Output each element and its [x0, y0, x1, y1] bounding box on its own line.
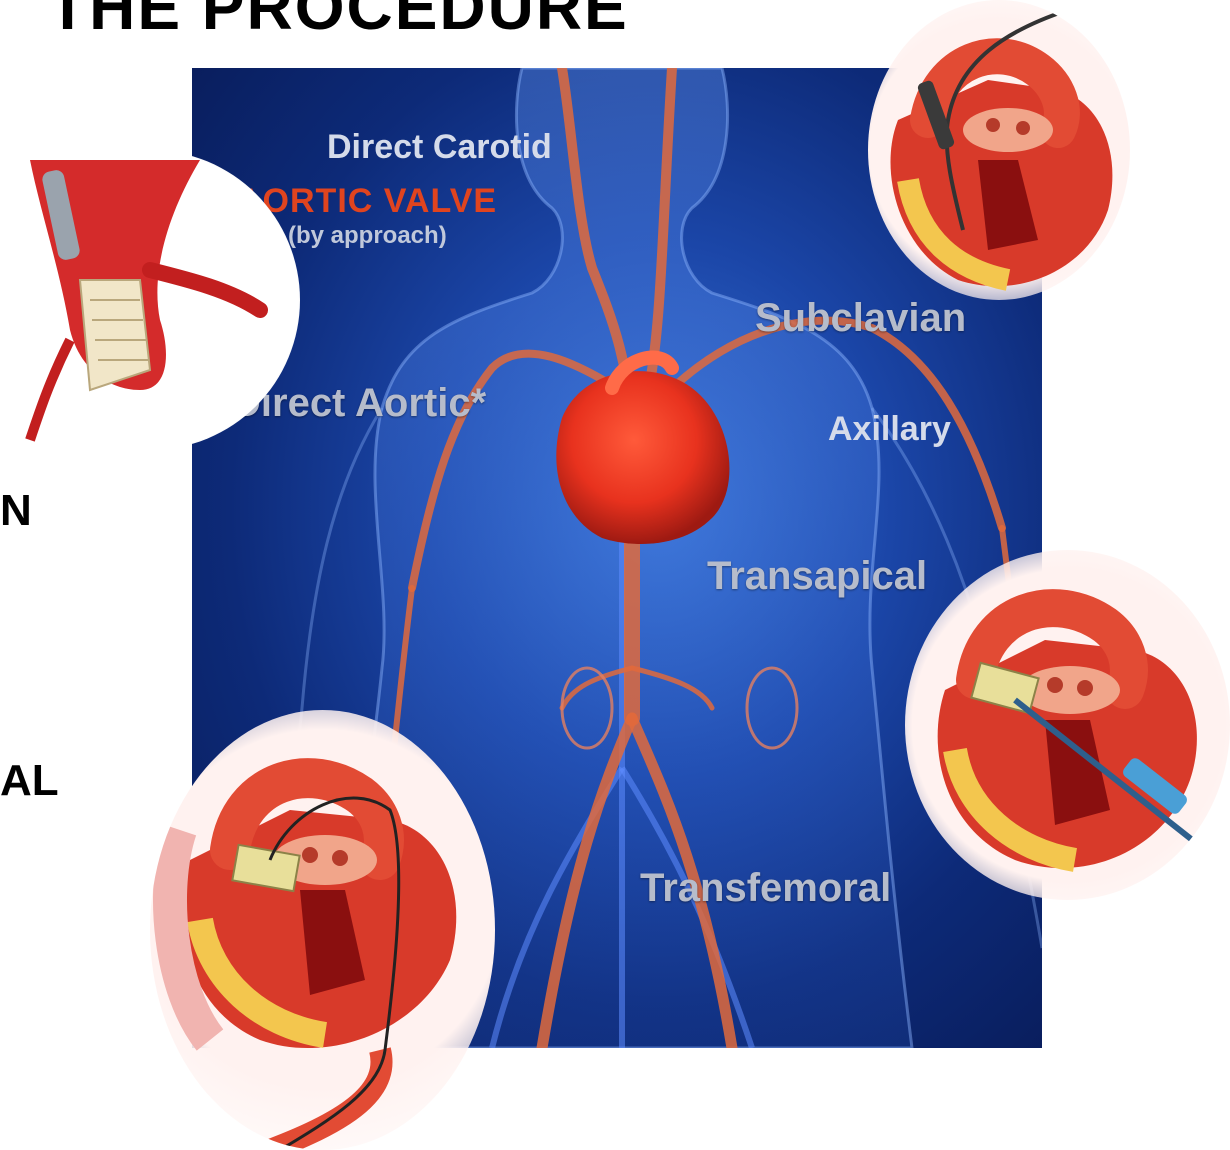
side-letter-n: N: [0, 486, 32, 536]
slide-title: THE PROCEDURE: [48, 0, 629, 44]
label-axillary: Axillary: [828, 410, 951, 449]
label-subclavian: Subclavian: [755, 296, 966, 341]
transapical-heart-inset: [905, 550, 1230, 900]
label-transapical: Transapical: [707, 554, 927, 599]
label-direct-carotid: Direct Carotid: [327, 128, 552, 167]
label-aortic-valve: AORTIC VALVE: [237, 182, 497, 221]
transfemoral-heart-inset: [150, 710, 495, 1150]
label-by-approach: (by approach): [288, 222, 447, 250]
label-transfemoral: Transfemoral: [640, 866, 891, 911]
subclavian-heart-inset: [868, 0, 1130, 300]
side-letter-al: AL: [0, 756, 59, 806]
direct-aortic-valve-inset: [0, 150, 300, 450]
